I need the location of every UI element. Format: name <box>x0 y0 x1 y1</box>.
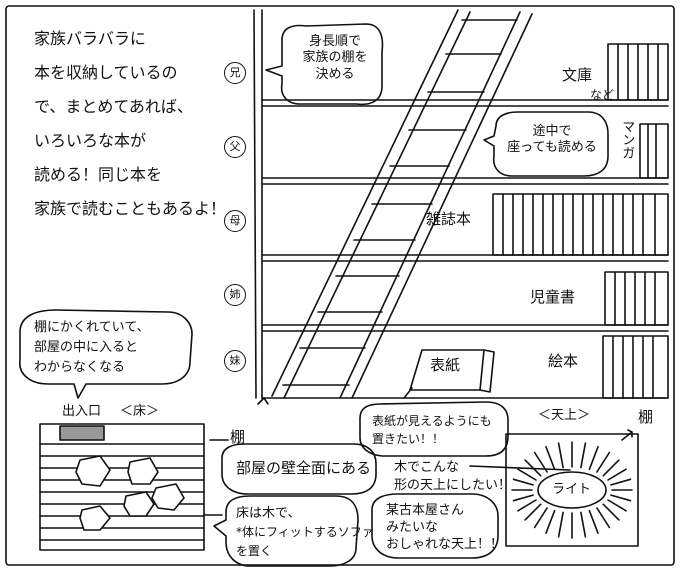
ceiling-ray <box>517 468 537 481</box>
books-shelf-5 <box>602 335 669 399</box>
books-shelf-2 <box>639 123 669 179</box>
ceiling-ray <box>596 451 611 473</box>
floor-plan <box>39 423 205 551</box>
height-order-bubble <box>265 23 384 106</box>
sit-read-note: 途中で 座っても読める <box>507 124 597 156</box>
ceiling-ray <box>533 507 548 529</box>
family-marker-younger-sister: 妹 <box>224 350 246 372</box>
intro-line-4: いろいろな本が <box>34 131 147 150</box>
label-shelf-ceiling: 棚 <box>638 408 654 426</box>
wall-note: 部屋の壁全面にある <box>236 459 372 477</box>
ceiling-ray <box>610 478 632 486</box>
ceiling-ray <box>517 499 537 512</box>
label-floor: ＜床＞ <box>120 404 160 419</box>
books-shelf-3 <box>492 193 669 256</box>
ceiling-ray <box>602 459 620 477</box>
ceiling-ray <box>545 509 556 535</box>
floor-note: 床は木で、 *体にフィットするソファ を置く <box>236 506 374 558</box>
ceiling-ray <box>557 442 564 469</box>
ceiling-ray <box>588 509 599 535</box>
intro-line-1: 家族バラバラに <box>34 29 146 48</box>
label-ceiling: ＜天上＞ <box>538 408 591 423</box>
ceiling-ray <box>524 459 542 477</box>
label-nado: など <box>590 88 615 102</box>
intro-line-5: 読める！同じ本を <box>34 165 163 184</box>
ceiling-ray <box>596 507 611 529</box>
ceiling-ray <box>545 445 556 471</box>
ceiling-ray <box>512 478 534 486</box>
family-marker-father: 父 <box>224 136 246 158</box>
oldbook-bubble <box>371 493 499 559</box>
label-cover: 表紙 <box>430 356 461 374</box>
label-manga: マンガ <box>619 120 635 159</box>
sit-read-bubble <box>483 111 609 177</box>
ceiling-ray <box>610 494 632 502</box>
cover-note: 表紙が見えるようにも 置きたい！！ <box>372 414 492 446</box>
family-marker-older-sister: 姉 <box>224 284 246 306</box>
label-bunko: 文庫 <box>562 66 593 84</box>
intro-line-2: 本を収納しているの <box>34 63 178 82</box>
wall-line <box>253 9 257 399</box>
label-children-books: 児童書 <box>530 288 576 306</box>
ceiling-ray <box>512 494 534 502</box>
height-order-note: 身長順で 家族の棚を 決める <box>302 34 368 82</box>
hidden-note: 棚にかくれていて、 部屋の中に入ると わからなくなる <box>34 320 150 375</box>
label-light: ライト <box>552 482 592 497</box>
label-magazine: 雑誌本 <box>426 210 472 228</box>
cover-bubble <box>359 401 509 457</box>
intro-text: 家族バラバラに 本を収納しているの で、まとめてあれば、 いろいろな本が 読める… <box>34 22 226 226</box>
books-shelf-1 <box>607 43 669 101</box>
intro-line-3: で、まとめてあれば、 <box>34 97 193 116</box>
ceiling-plan <box>505 433 639 547</box>
ceiling-ray <box>524 503 542 521</box>
hidden-bubble <box>19 309 193 399</box>
wall-bubble <box>221 443 377 495</box>
ceiling-ray <box>607 468 627 481</box>
oldbook-note: 某古本屋さん みたいな おしゃれな天上！！ <box>386 503 504 552</box>
label-entrance: 出入口 <box>62 404 102 419</box>
books-shelf-4 <box>604 271 669 326</box>
label-picture-books: 絵本 <box>548 352 579 370</box>
face-out-book <box>403 349 495 399</box>
ladder-arrow <box>257 397 269 405</box>
ceiling-ray <box>533 451 548 473</box>
ceiling-ray <box>557 511 564 538</box>
ceiling-note: 木でこんな 形の天上にしたい！ <box>394 460 512 493</box>
floor-bubble <box>213 495 359 567</box>
ceiling-ray <box>607 499 627 512</box>
family-marker-mother: 母 <box>224 210 246 232</box>
label-shelf-floor: 棚 <box>230 428 246 446</box>
ceiling-ray <box>602 503 620 521</box>
ceiling-ray <box>588 445 599 471</box>
intro-line-6: 家族で読むこともあるよ！ <box>34 199 227 218</box>
ladder <box>271 9 533 399</box>
family-marker-brother: 兄 <box>224 62 246 84</box>
shelf-boards <box>261 99 669 399</box>
ceiling-ray <box>580 511 587 538</box>
ceiling-ray <box>580 442 587 469</box>
